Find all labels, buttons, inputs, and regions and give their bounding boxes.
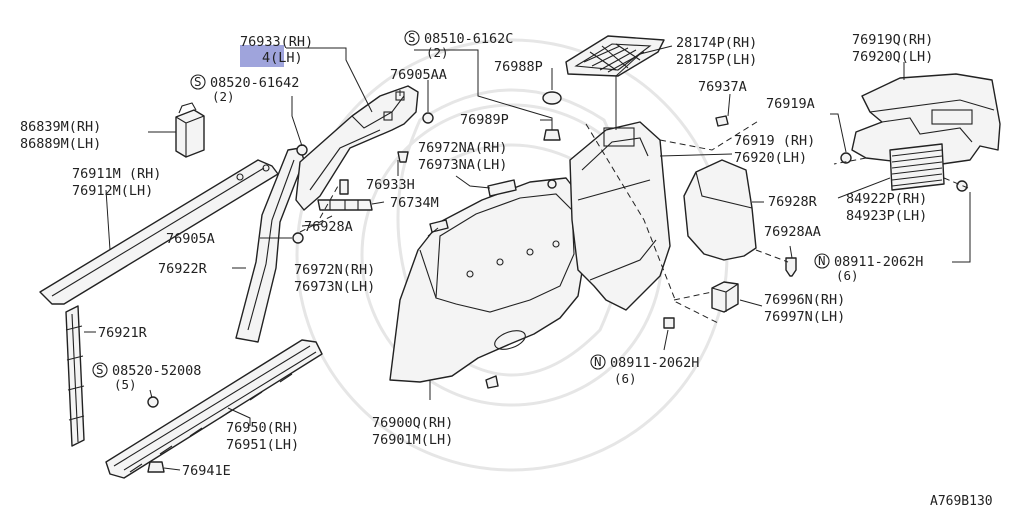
svg-text:N: N [594,354,602,369]
label-76922r: 76922R [158,261,208,277]
svg-text:S: S [194,74,202,89]
leaders-left [84,47,401,471]
label-76928aa: 76928AA [764,224,821,240]
part-76919q-rear-trim [851,73,1001,165]
svg-text:S: S [408,30,416,45]
label-86889m: 86889M(LH) [20,136,101,152]
label-76905a: 76905A [166,231,215,247]
label-76920q: 76920Q(LH) [852,49,933,65]
label-76988p: 76988P [494,59,543,75]
label-86839m: 86839M(RH) [20,119,101,135]
label-76951: 76951(LH) [226,437,299,453]
label-76928r: 76928R [768,194,818,210]
label-76997n: 76997N(LH) [764,309,845,325]
clip-76919a [840,152,852,164]
part-76933-upper-garnish [295,85,419,211]
fastener-group-left [147,112,434,473]
label-08911-2062h-right: 08911-2062H [834,254,923,270]
label-08911-2062h-center: 08911-2062H [610,355,699,371]
label-76941e: 76941E [182,463,231,479]
part-86839m-clip [175,102,205,158]
label-76900q: 76900Q(RH) [372,415,453,431]
part-76928r-panel [683,159,757,261]
svg-text:S: S [96,362,104,377]
part-76950-sill-plate [105,339,323,479]
label-76920: 76920(LH) [734,150,807,166]
label-76905aa: 76905AA [390,67,447,83]
labels: 76933(RH) 4(LH) S 08520-61642 (2) 86839M… [20,30,993,509]
label-84922p: 84922P(RH) [846,191,927,207]
label-76934lh: 4(LH) [262,50,303,66]
label-76734m: 76734M [390,195,439,211]
label-76973na: 76973NA(LH) [418,157,507,173]
screw-symbol: S [404,30,420,46]
nut-symbol: N [590,354,606,370]
label-76928a: 76928A [304,219,353,235]
part-84922p-grille [889,143,945,191]
label-qty-6b: (6) [614,371,637,386]
label-76919q: 76919Q(RH) [852,32,933,48]
label-76996n: 76996N(RH) [764,292,845,308]
highlight-box [240,45,284,67]
label-76972na: 76972NA(RH) [418,140,507,156]
label-qty-6a: (6) [836,268,859,283]
center-clips [429,91,729,329]
label-28174p: 28174P(RH) [676,35,757,51]
label-qty-2a: (2) [212,89,235,104]
label-qty-2b: (2) [426,45,449,60]
label-76933rh: 76933(RH) [240,34,313,50]
label-76989p: 76989P [460,112,509,128]
part-76919-upper-side-panel [569,121,671,311]
label-76912m: 76912M(LH) [72,183,153,199]
part-76996n-bracket [711,281,739,313]
label-76972n: 76972N(RH) [294,262,375,278]
part-28174p-mesh-cover [565,35,665,77]
nut-symbol: N [814,253,830,269]
leaders-right [301,45,971,400]
label-76950: 76950(RH) [226,420,299,436]
label-84923p: 84923P(LH) [846,208,927,224]
label-76919a: 76919A [766,96,815,112]
label-76921r: 76921R [98,325,148,341]
label-76973n: 76973N(LH) [294,279,375,295]
figure-reference: A769B130 [930,494,993,509]
label-76933h: 76933H [366,177,415,193]
svg-text:N: N [818,253,826,268]
label-76919: 76919 (RH) [734,133,815,149]
label-76937a: 76937A [698,79,747,95]
label-08520-61642: 08520-61642 [210,75,299,91]
label-qty-5: (5) [114,377,137,392]
nut-right [956,180,968,192]
label-08520-52008: 08520-52008 [112,363,201,379]
clip-76928aa [785,257,797,277]
label-76901m: 76901M(LH) [372,432,453,448]
screw-symbol: S [190,74,206,90]
label-28175p: 28175P(LH) [676,52,757,68]
part-76921r-strip [65,305,85,447]
screw-symbol: S [92,362,108,378]
label-08510-6162c: 08510-6162C [424,31,513,47]
label-76911m: 76911M (RH) [72,166,161,182]
